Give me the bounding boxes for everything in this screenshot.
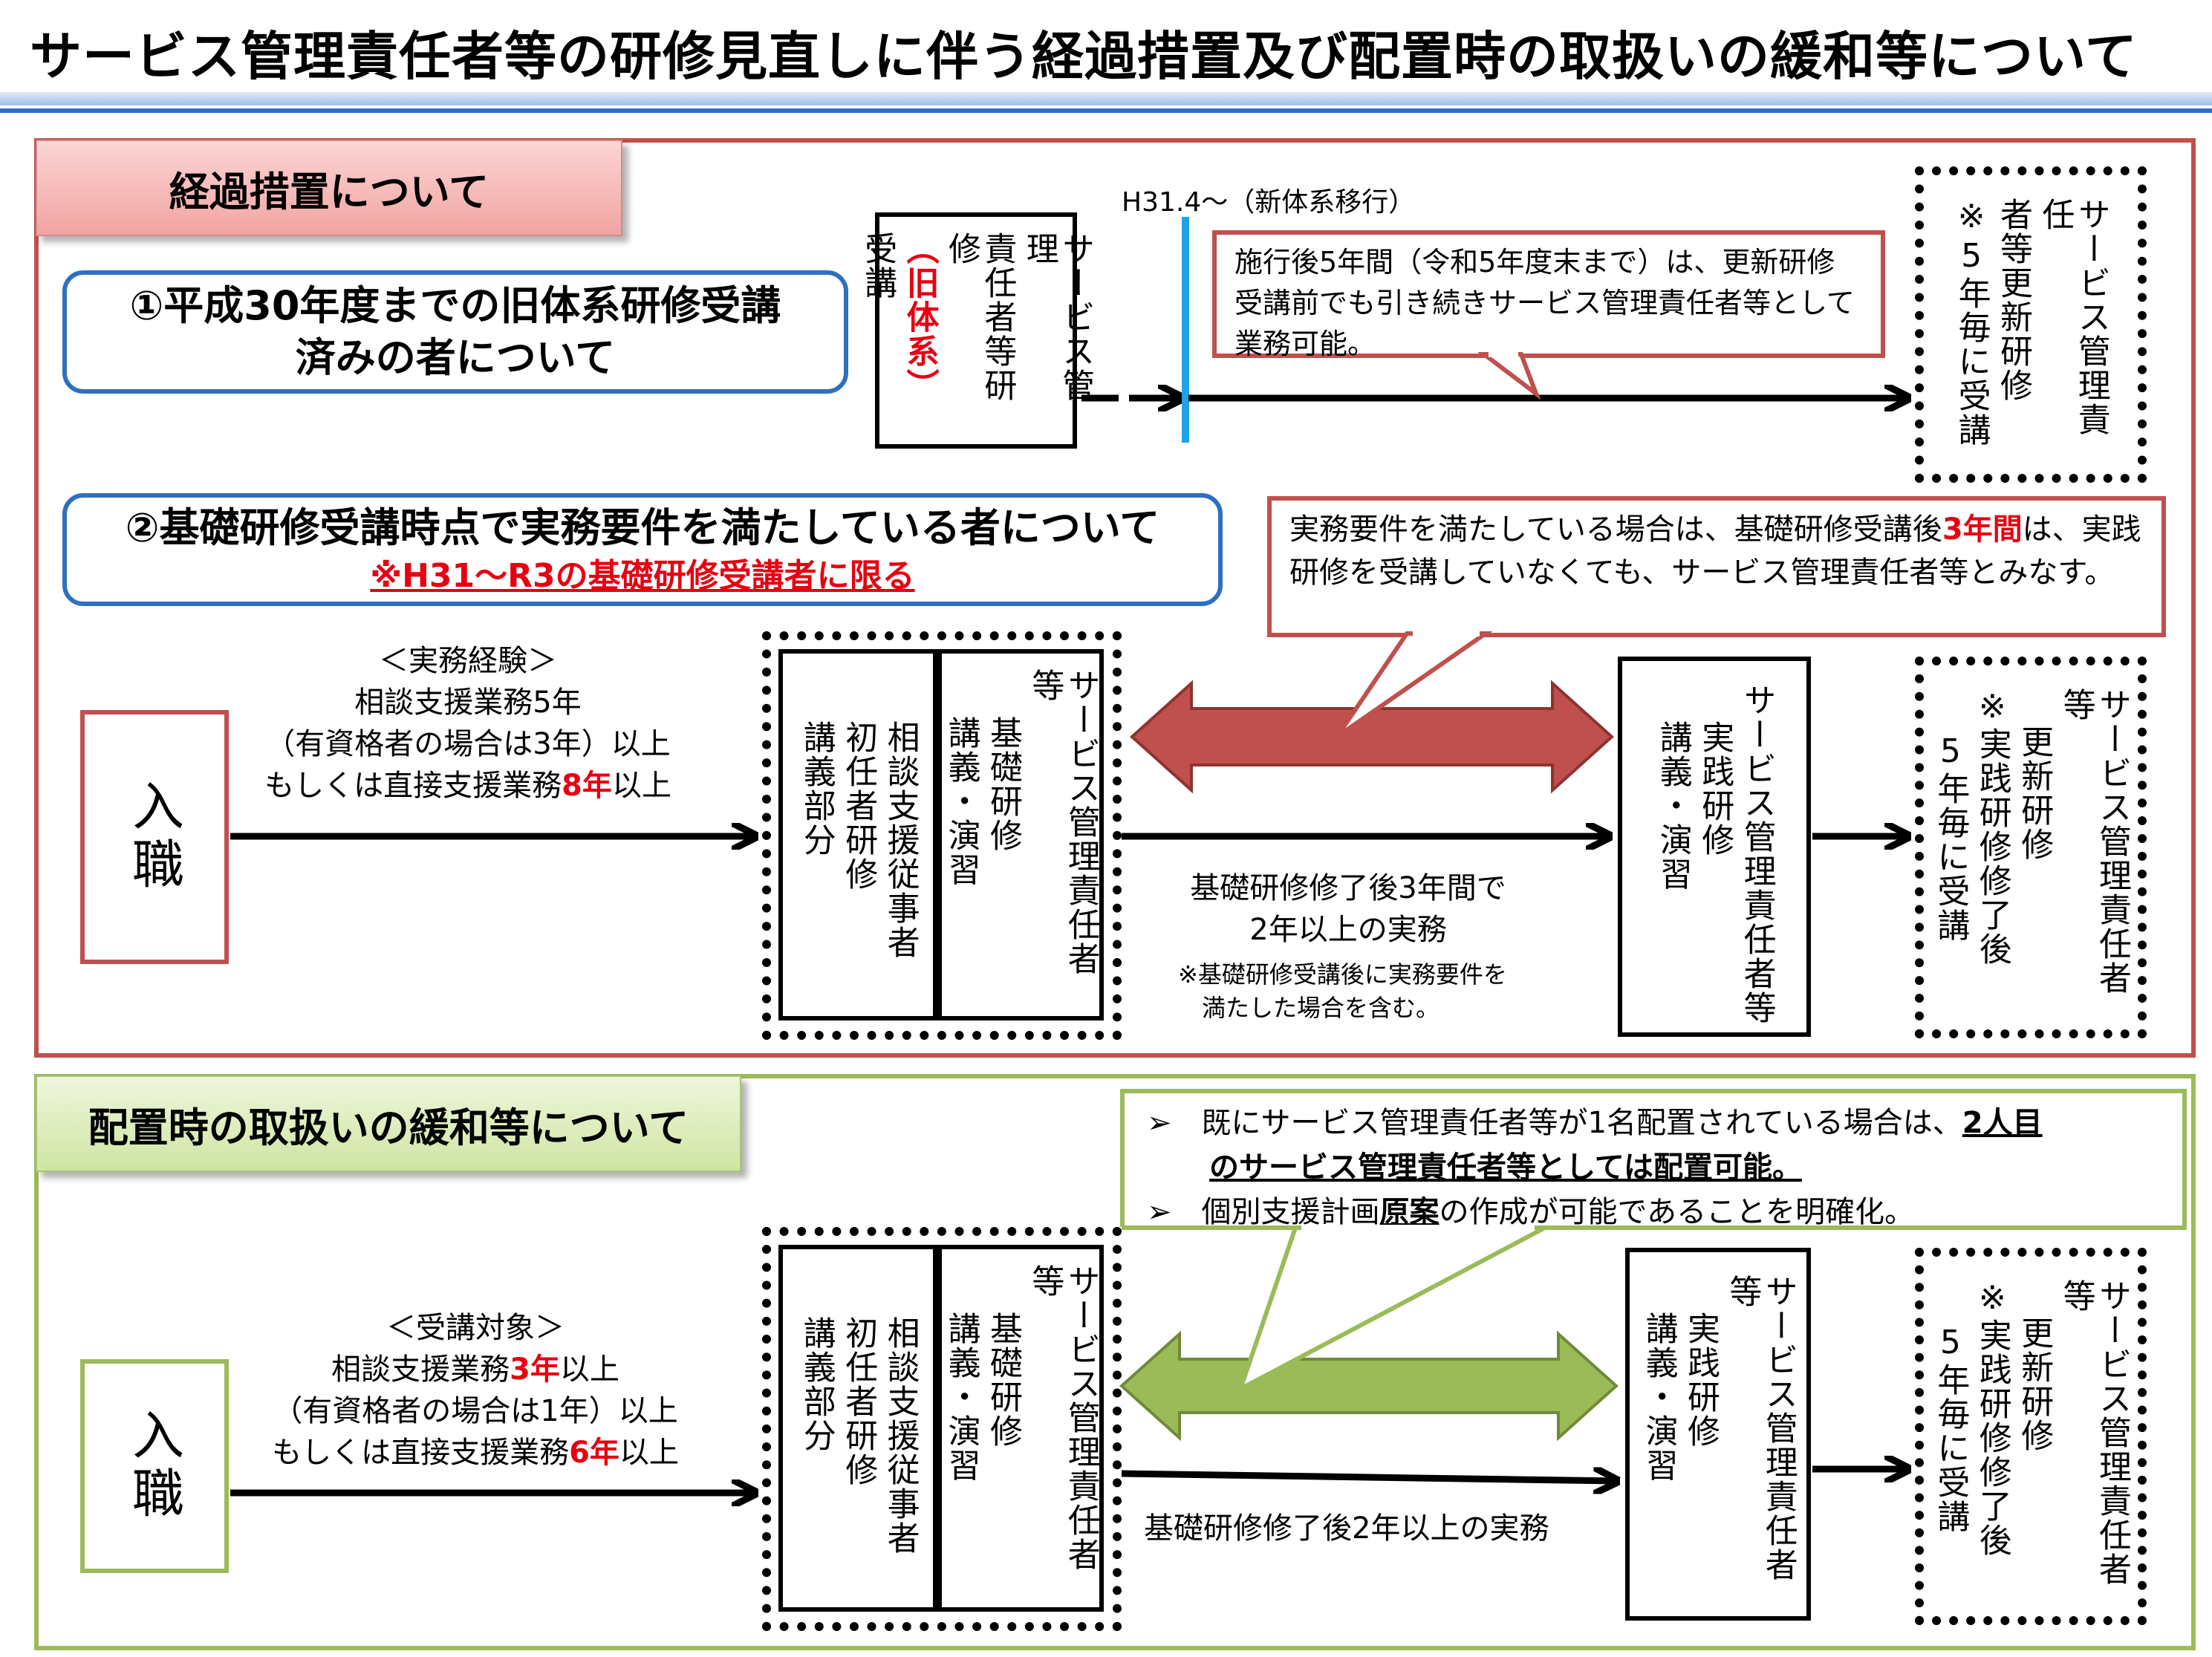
s2-basic-col3: 講義・演習 xyxy=(942,1312,980,1482)
s2-practical-col1: サービス管理責任者等 xyxy=(1723,1275,1798,1582)
g2-practical-col3: 講義・演習 xyxy=(1653,720,1692,891)
section2-callout-item1: ➢ 既にサービス管理責任者等が1名配置されている場合は、2人目 xyxy=(1147,1106,2043,1140)
section2-basic-training-box: サービス管理責任者等 基礎研修 講義・演習 xyxy=(937,1245,1104,1612)
experience-line1: ＜実務経験＞ xyxy=(379,644,557,678)
group1-renewal-col2: 者等更新研修 xyxy=(1994,198,2032,403)
group1-heading-line1: ①平成30年度までの旧体系研修受講 xyxy=(129,281,781,329)
s2-initial-col1: 相談支援従事者 xyxy=(881,1316,920,1555)
group1-callout: 施行後5年間（令和5年度末まで）は、更新研修受講前でも引き続きサービス管理責任者… xyxy=(1212,230,1885,361)
s2-basic-col1: サービス管理責任者等 xyxy=(1026,1264,1100,1572)
g2-basic-col1: サービス管理責任者等 xyxy=(1026,668,1100,976)
entry-label-1: 入職 xyxy=(123,779,185,895)
old-training-col3: （旧体系） xyxy=(900,232,939,403)
entry-label-2: 入職 xyxy=(123,1408,185,1524)
group2-heading: ②基礎研修受講時点で実務要件を満たしている者について ※H31～R3の基礎研修受… xyxy=(62,493,1223,606)
g2-renewal-col4: 5年毎に受講 xyxy=(1931,732,1970,943)
group2-callout: 実務要件を満たしている場合は、基礎研修受講後3年間は、実践研修を受講していなくて… xyxy=(1267,496,2166,637)
title-underline-rule xyxy=(0,108,2212,113)
g2-initial-col2: 初任者研修 xyxy=(839,720,878,891)
g2-initial-col3: 講義部分 xyxy=(797,720,836,857)
s2-renewal-col1: サービス管理責任者等 xyxy=(2057,1279,2131,1586)
old-training-col4: 受講 xyxy=(859,232,897,300)
page-title: サービス管理責任者等の研修見直しに伴う経過措置及び配置時の取扱いの緩和等について xyxy=(30,26,2138,87)
group2-callout-part1: 実務要件を満たしている場合は、基礎研修受講後 xyxy=(1289,512,1942,547)
group1-callout-text: 施行後5年間（令和5年度末まで）は、更新研修受講前でも引き続きサービス管理責任者… xyxy=(1235,246,1855,361)
group1-renewal-col3: ※5年毎に受講 xyxy=(1952,198,1991,447)
s2-renewal-col3: ※実践研修修了後 xyxy=(1973,1279,2011,1557)
s2-basic-col2: 基礎研修 xyxy=(984,1312,1022,1448)
group1-renewal-box: サービス管理責任 者等更新研修 ※5年毎に受講 xyxy=(1915,166,2147,483)
section2-callout-item2: ➢ 個別支援計画原案の作成が可能であることを明確化。 xyxy=(1147,1195,1915,1229)
eligibility-requirements: ＜受講対象＞ 相談支援業務3年以上 （有資格者の場合は1年）以上 もしくは直接支… xyxy=(253,1307,698,1474)
eligibility-line2: 相談支援業務3年以上 xyxy=(331,1352,619,1387)
eligibility-line1: ＜受講対象＞ xyxy=(386,1311,565,1345)
g2-initial-col1: 相談支援従事者 xyxy=(881,720,920,960)
placement-relaxation-section xyxy=(34,1074,2196,1650)
transition-measures-section xyxy=(34,138,2196,1058)
section2-initial-training-box: 相談支援従事者 初任者研修 講義部分 xyxy=(778,1245,937,1612)
group2-practical-training-box: サービス管理責任者等 実践研修 講義・演習 xyxy=(1618,657,1811,1037)
section2-practice-label: 基礎研修修了後2年以上の実務 xyxy=(1144,1511,1549,1546)
section2-callout-item1-cont: のサービス管理責任者等としては配置可能。 xyxy=(1209,1150,1802,1185)
group1-heading-line2: 済みの者について xyxy=(295,334,616,381)
group1-heading: ①平成30年度までの旧体系研修受講 済みの者について xyxy=(62,270,848,394)
g2-basic-col3: 講義・演習 xyxy=(942,716,980,887)
g2-practical-col1: サービス管理責任者等 xyxy=(1737,683,1776,1025)
section2-callout: ➢ 既にサービス管理責任者等が1名配置されている場合は、2人目 のサービス管理責… xyxy=(1120,1089,2187,1230)
experience-line2: 相談支援業務5年 xyxy=(354,686,582,720)
transition-date-label: H31.4～（新体系移行） xyxy=(1122,187,1416,218)
s2-initial-col3: 講義部分 xyxy=(797,1316,836,1453)
g2-basic-col2: 基礎研修 xyxy=(984,716,1022,853)
experience-requirements: ＜実務経験＞ 相談支援業務5年 （有資格者の場合は3年）以上 もしくは直接支援業… xyxy=(245,640,691,807)
g2-renewal-col3: ※実践研修修了後 xyxy=(1973,688,2011,966)
experience-line4: もしくは直接支援業務8年以上 xyxy=(264,769,671,803)
s2-practical-col2: 実践研修 xyxy=(1682,1312,1720,1448)
old-training-col1: サービス管理 xyxy=(1020,232,1095,403)
g2-practical-col2: 実践研修 xyxy=(1696,720,1734,857)
old-system-training-box: サービス管理 責任者等研修 （旧体系） 受講 xyxy=(859,212,1094,449)
g2-renewal-col2: 更新研修 xyxy=(2015,725,2054,862)
group2-callout-part2: は、実践研修を受講していなくても、サービス管理責任者等とみなす。 xyxy=(1289,512,2141,590)
group2-subheading: ※H31～R3の基礎研修受講者に限る xyxy=(370,556,915,595)
eligibility-line3: （有資格者の場合は1年）以上 xyxy=(273,1394,678,1428)
group2-initial-training-box: 相談支援従事者 初任者研修 講義部分 xyxy=(778,649,937,1020)
group2-practice-label: 基礎研修修了後3年間で 2年以上の実務 xyxy=(1190,871,1506,947)
entry-box-2: 入職 xyxy=(80,1359,229,1573)
s2-renewal-col2: 更新研修 xyxy=(2015,1316,2054,1453)
section2-renewal-box: サービス管理責任者等 更新研修 ※実践研修修了後 5年毎に受講 xyxy=(1915,1248,2147,1625)
group2-heading-text: ②基礎研修受講時点で実務要件を満たしている者について xyxy=(125,504,1160,552)
s2-renewal-col4: 5年毎に受講 xyxy=(1931,1324,1970,1534)
g2-renewal-col1: サービス管理責任者等 xyxy=(2057,688,2131,995)
experience-line3: （有資格者の場合は3年）以上 xyxy=(265,727,671,761)
group2-renewal-box: サービス管理責任者等 更新研修 ※実践研修修了後 5年毎に受講 xyxy=(1915,657,2147,1038)
entry-box-1: 入職 xyxy=(80,710,229,964)
group1-renewal-col1: サービス管理責任 xyxy=(2036,198,2110,437)
placement-relaxation-tab: 配置時の取扱いの緩和等について xyxy=(36,1075,741,1172)
s2-practical-col3: 講義・演習 xyxy=(1639,1312,1678,1482)
group2-basic-training-box: サービス管理責任者等 基礎研修 講義・演習 xyxy=(937,649,1104,1020)
title-underline-band xyxy=(0,92,2212,105)
group2-callout-highlight: 3年間 xyxy=(1942,512,2023,547)
section2-practical-training-box: サービス管理責任者等 実践研修 講義・演習 xyxy=(1625,1248,1811,1621)
s2-initial-col2: 初任者研修 xyxy=(839,1316,878,1487)
group2-practice-note: ※基礎研修受講後に実務要件を 満たした場合を含む。 xyxy=(1178,960,1507,1022)
old-training-col2: 責任者等研修 xyxy=(943,232,1017,403)
eligibility-line4: もしくは直接支援業務6年以上 xyxy=(272,1436,679,1470)
transition-measures-tab: 経過措置について xyxy=(36,140,622,236)
